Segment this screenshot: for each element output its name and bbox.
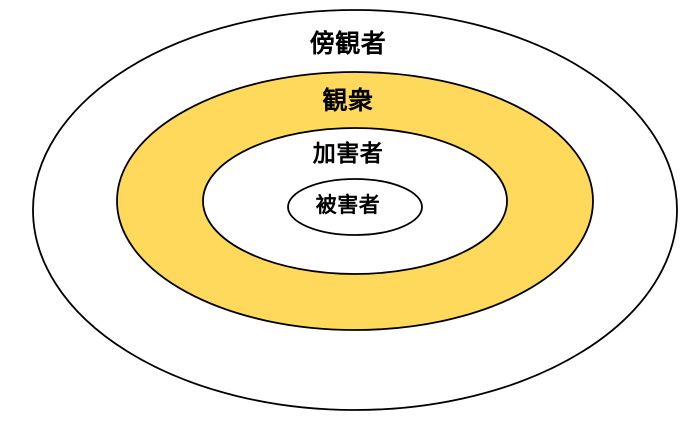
ellipse-victim [287,178,423,236]
